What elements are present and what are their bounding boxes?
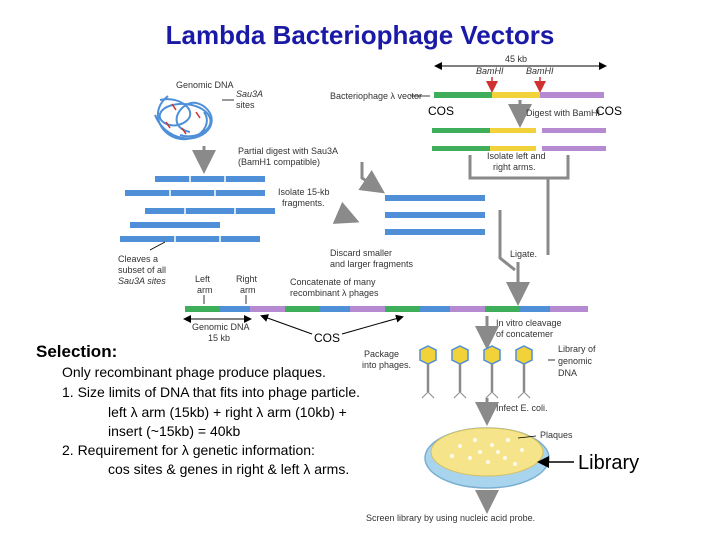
- genomic-fragments: [120, 176, 275, 242]
- arms-bracket: [468, 155, 570, 180]
- package-label-1: Package: [364, 349, 399, 359]
- infect-label: Infect E. coli.: [496, 403, 548, 413]
- cos-bottom-label: COS: [314, 331, 340, 345]
- genomic-dna-label: Genomic DNA: [176, 80, 234, 90]
- isolated-fragments: [385, 195, 485, 235]
- library-text-1: Library of: [558, 344, 596, 354]
- right-arm-label-2: arm: [240, 285, 256, 295]
- phage-icon: [483, 345, 501, 399]
- genomic-15kb-label-1: Genomic DNA: [192, 322, 250, 332]
- discard-label-2: and larger fragments: [330, 259, 414, 269]
- concatenate-label-1: Concatenate of many: [290, 277, 376, 287]
- bamhi-left-label: BamHI: [476, 66, 504, 76]
- lambda-vector-dna: [434, 92, 604, 98]
- selection-line-5: 2. Requirement for λ genetic information…: [62, 442, 315, 458]
- in-vitro-label-2: of concatemer: [496, 329, 553, 339]
- phage-icon: [451, 345, 469, 399]
- selection-heading: Selection:: [36, 342, 118, 361]
- library-text-3: DNA: [558, 368, 577, 378]
- ligate-line: [498, 210, 516, 272]
- plaque-dots: [450, 438, 524, 466]
- isolate-arrow: [358, 162, 385, 194]
- cleaves-pointer: [149, 241, 166, 251]
- concatemer-dna: [185, 306, 588, 312]
- cos-pointer-right: [341, 314, 404, 335]
- selection-line-4: insert (~15kb) = 40kb: [108, 423, 241, 439]
- discard-label-1: Discard smaller: [330, 248, 392, 258]
- plaques-label: Plaques: [540, 430, 573, 440]
- library-label: Library: [578, 452, 640, 474]
- left-arm-label-2: arm: [197, 285, 213, 295]
- library-text-2: genomic: [558, 356, 593, 366]
- fragment-cut-marks: [169, 176, 236, 242]
- selection-line-6: cos sites & genes in right & left λ arms…: [108, 461, 350, 477]
- partial-digest-label-1: Partial digest with Sau3A: [238, 146, 338, 156]
- sau3a-label-1: Sau3A: [236, 89, 263, 99]
- vector-length-label: 45 kb: [505, 54, 527, 64]
- ligate-label: Ligate.: [510, 249, 537, 259]
- digested-fragments: [432, 128, 606, 151]
- plaques-pointer: [517, 435, 537, 439]
- isolate-arms-label-2: right arms.: [493, 162, 536, 172]
- phage-particles: [419, 345, 533, 399]
- cos-left-label: COS: [428, 104, 454, 118]
- isolate-fragments-label-2: fragments.: [282, 198, 325, 208]
- left-arm-label-1: Left: [195, 274, 211, 284]
- genomic-15kb-label-2: 15 kb: [208, 333, 230, 343]
- cleaves-label-3: Sau3A sites: [118, 276, 166, 286]
- discard-arrow: [332, 201, 360, 224]
- cos-pointer-left: [260, 314, 313, 335]
- sau3a-label-2: sites: [236, 100, 255, 110]
- isolate-fragments-label-1: Isolate 15-kb: [278, 187, 330, 197]
- sau3a-site-marks: [165, 103, 201, 135]
- genomic-dna-tangle-icon: [154, 95, 213, 141]
- selection-line-1: Only recombinant phage produce plaques.: [62, 364, 326, 380]
- selection-line-3: left λ arm (15kb) + right λ arm (10kb) +: [108, 404, 347, 420]
- isolate-arms-label-1: Isolate left and: [487, 151, 546, 161]
- phage-icon: [515, 345, 533, 399]
- screen-label: Screen library by using nucleic acid pro…: [366, 513, 535, 523]
- slide-title: Lambda Bacteriophage Vectors: [165, 20, 555, 50]
- cleaves-label-1: Cleaves a: [118, 254, 158, 264]
- cos-right-label: COS: [596, 104, 622, 118]
- partial-digest-label-2: (BamH1 compatible): [238, 157, 320, 167]
- selection-line-2: 1. Size limits of DNA that fits into pha…: [62, 384, 361, 400]
- cleaves-label-2: subset of all: [118, 265, 166, 275]
- in-vitro-label-1: In vitro cleavage: [496, 318, 562, 328]
- bamhi-right-label: BamHI: [526, 66, 554, 76]
- digest-label: Digest with BamHI: [526, 108, 600, 118]
- right-arm-label-1: Right: [236, 274, 258, 284]
- vector-label: Bacteriophage λ vector: [330, 91, 422, 101]
- package-label-2: into phages.: [362, 360, 411, 370]
- phage-icon: [419, 345, 437, 399]
- concatenate-label-2: recombinant λ phages: [290, 288, 379, 298]
